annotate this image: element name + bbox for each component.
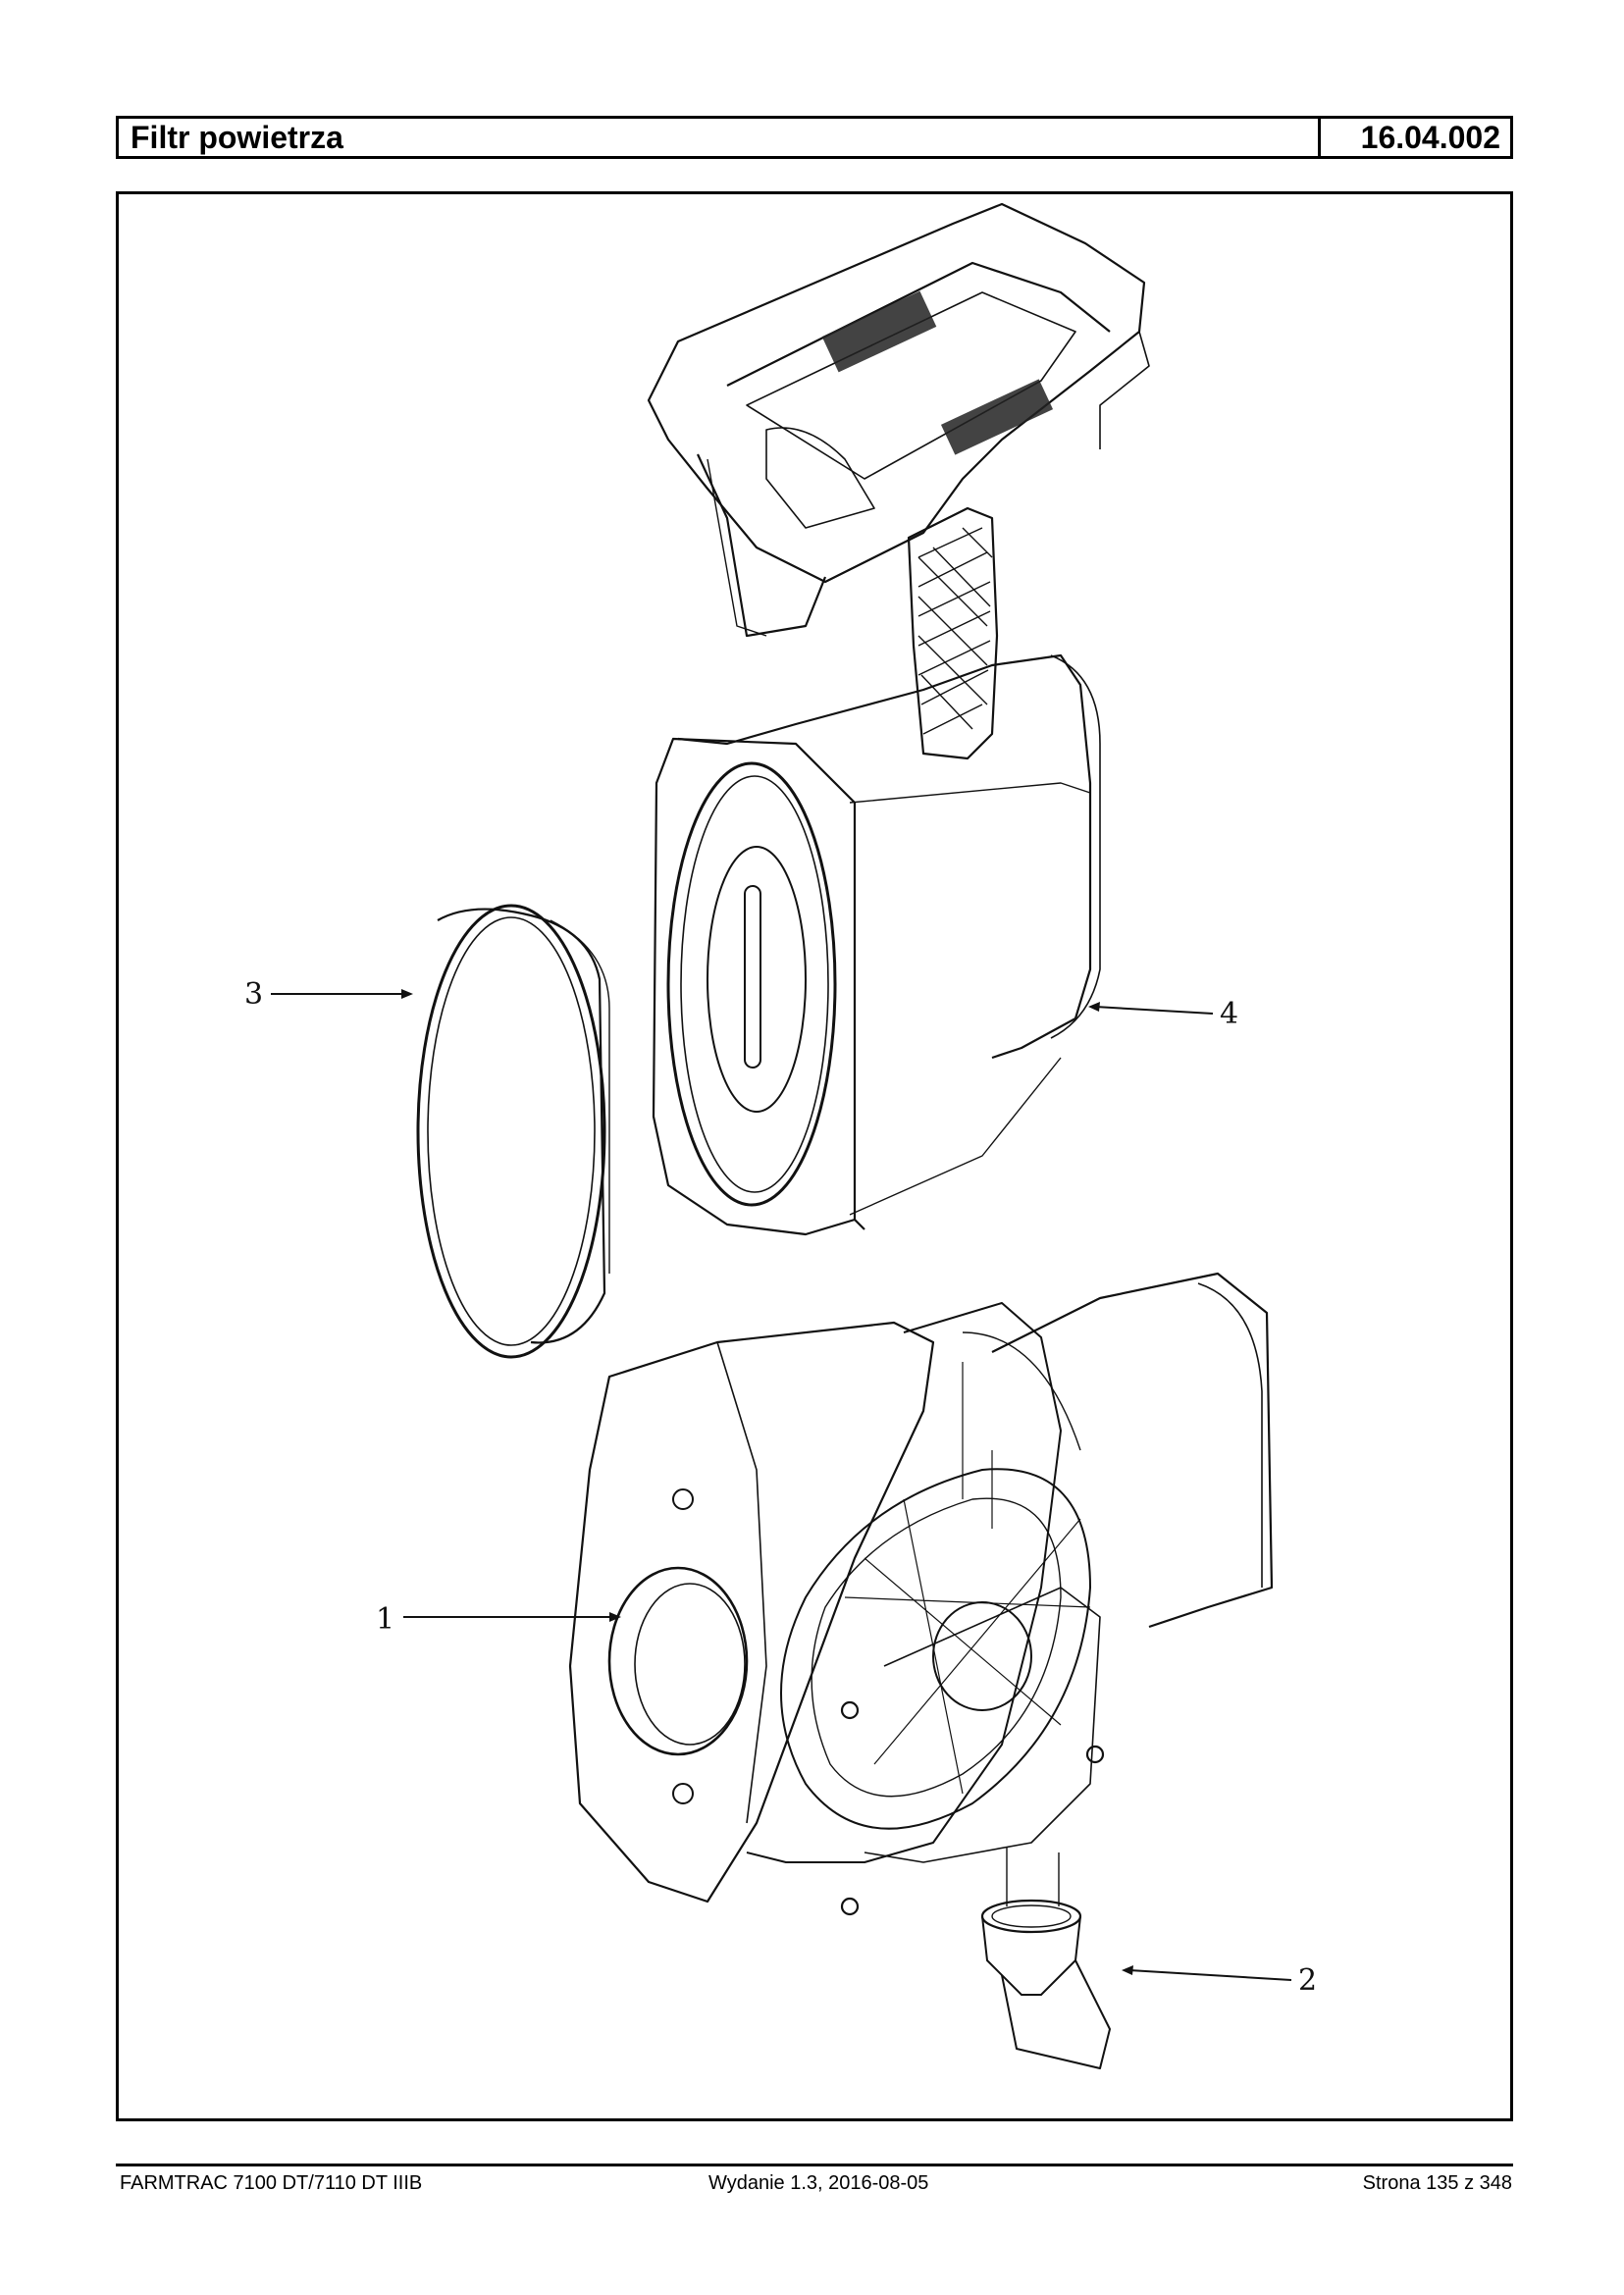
mesh-element-drawing <box>907 506 999 760</box>
dust-valve-drawing <box>980 1848 1111 2069</box>
page-title: Filtr powietrza <box>131 120 343 155</box>
footer-page-number: Strona 135 z 348 <box>1362 2172 1512 2194</box>
callout-3: 3 <box>244 977 263 1012</box>
footer-model: FARMTRAC 7100 DT/7110 DT IIIB <box>120 2172 423 2194</box>
footer-divider <box>116 2164 1513 2166</box>
drawing-frame: 3 4 1 2 <box>116 191 1513 2121</box>
main-filter-element-drawing <box>652 653 1101 1236</box>
filter-cover-drawing <box>647 202 1150 638</box>
callout-2: 2 <box>1298 1963 1317 1998</box>
exploded-diagram: 3 4 1 2 <box>244 202 1317 2069</box>
callout-1: 1 <box>376 1602 394 1637</box>
section-code: 16.04.002 <box>1318 119 1510 156</box>
footer-edition: Wydanie 1.3, 2016-08-05 <box>708 2172 929 2194</box>
callout-4: 4 <box>1220 997 1238 1031</box>
gasket-ring-drawing <box>416 904 610 1359</box>
callout-leaders <box>271 989 1292 1981</box>
filter-housing-drawing <box>568 1272 1274 1916</box>
page-header: Filtr powietrza 16.04.002 <box>116 116 1513 159</box>
